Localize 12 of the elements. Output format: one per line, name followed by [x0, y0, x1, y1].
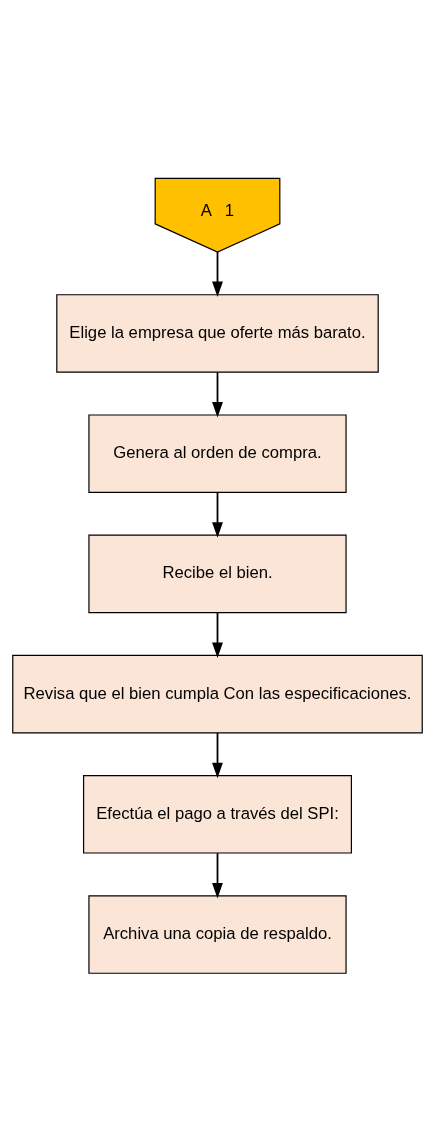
arrow — [212, 371, 223, 418]
arrow — [212, 852, 223, 899]
node-box: Elige la empresa que oferte más barato. — [56, 294, 379, 373]
arrow — [212, 251, 223, 298]
node-box: Efectúa el pago a través del SPI: — [83, 775, 352, 854]
arrow — [212, 732, 223, 779]
node-box: Genera al orden de compra. — [88, 414, 347, 493]
node-box: Archiva una copia de respaldo. — [88, 895, 347, 974]
node-box: Revisa que el bien cumpla Con las especificaciones. — [12, 654, 423, 734]
arrow — [212, 611, 223, 658]
arrow — [212, 491, 223, 538]
node-box: Recibe el bien. — [88, 534, 347, 614]
